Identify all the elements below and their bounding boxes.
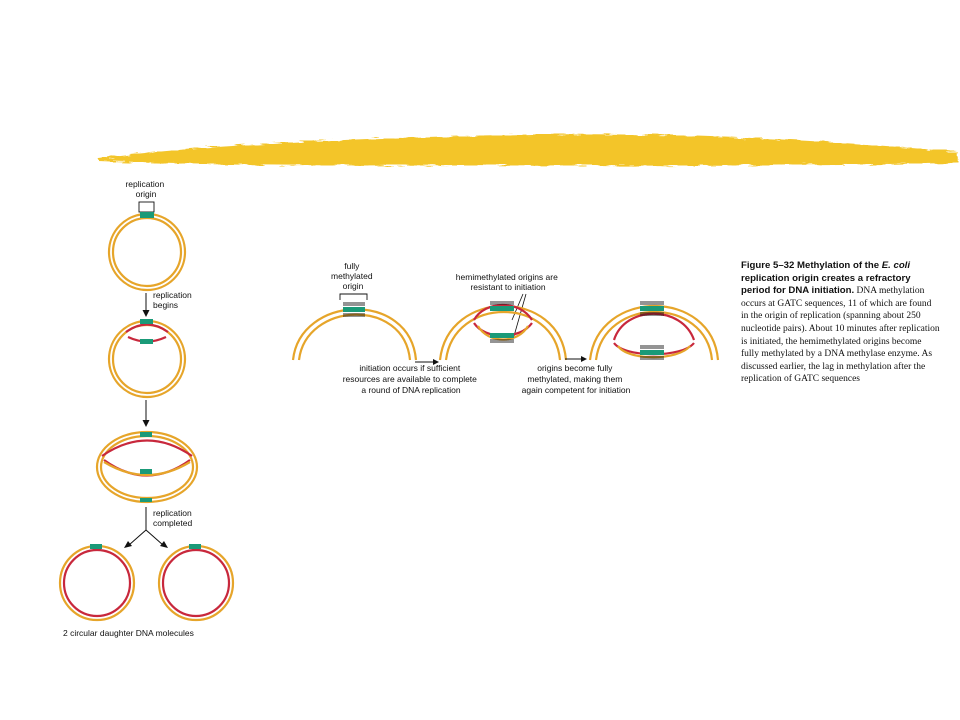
- methyl-groups: [640, 356, 664, 360]
- caption-title-part: replication origin creates a refractory …: [741, 272, 911, 297]
- caption-title: Figure 5–32 Methylation of the E. coli r…: [741, 260, 911, 296]
- label-replication-origin: replication origin: [125, 179, 166, 199]
- origin-marker: [490, 333, 514, 338]
- daughter-dna-left: [58, 544, 136, 622]
- dna-arc-remethylated: [588, 301, 720, 361]
- label-fully-methylated-origin: fully methylated origin: [331, 261, 375, 291]
- methyl-groups: [343, 302, 365, 306]
- center-panel: fully methylated origin hemimethylated o…: [291, 261, 720, 395]
- figure-caption: Figure 5–32 Methylation of the E. coli r…: [741, 260, 941, 386]
- circular-dna-unreplicated: [107, 212, 187, 292]
- brush-stroke-decoration: [98, 134, 958, 166]
- caption-title-part: Methylation of the: [794, 260, 882, 271]
- arrowhead: [433, 359, 439, 365]
- brush-stroke: [98, 134, 958, 166]
- label-replication-completed: replication completed: [153, 508, 194, 528]
- theta-structure: [95, 430, 199, 504]
- origin-marker: [140, 339, 153, 344]
- arrowhead: [124, 541, 132, 548]
- label-origins-become-methylated: origins become fully methylated, making …: [522, 363, 631, 395]
- label-hemimethylated: hemimethylated origins are resistant to …: [456, 272, 560, 292]
- methyl-groups: [343, 313, 365, 317]
- methyl-groups: [490, 301, 514, 305]
- figure-label: Figure 5–32: [741, 260, 795, 271]
- origin-marker: [640, 350, 664, 355]
- origin-marker: [90, 544, 102, 549]
- arrowhead: [160, 541, 168, 548]
- origin-marker: [140, 319, 153, 324]
- daughter-dna-right: [157, 544, 235, 622]
- origin-marker: [140, 498, 152, 502]
- caption-title-italic: E. coli: [881, 260, 911, 271]
- origin-marker: [140, 212, 154, 218]
- label-replication-begins: replication begins: [153, 290, 194, 310]
- origin-marker: [640, 306, 664, 311]
- caption-body: DNA methylation occurs at GATC sequences…: [741, 286, 940, 385]
- origin-marker: [189, 544, 201, 549]
- origin-bracket: [138, 201, 155, 213]
- label-daughter-molecules: 2 circular daughter DNA molecules: [63, 628, 194, 638]
- arrowhead: [142, 310, 150, 317]
- label-initiation: initiation occurs if sufficient resource…: [343, 363, 480, 395]
- origin-marker: [490, 306, 514, 311]
- arrowhead: [142, 420, 150, 427]
- circular-dna-replication-bubble: [107, 319, 187, 399]
- origin-marker: [140, 432, 152, 437]
- methyl-groups: [640, 301, 664, 305]
- arrowhead: [581, 356, 587, 362]
- origin-marker: [140, 469, 152, 474]
- dna-arc-fully-methylated: [291, 302, 418, 361]
- left-panel: replication origin replication begins: [58, 179, 235, 638]
- origin-marker: [343, 307, 365, 312]
- dna-arc-hemimethylated: [438, 301, 568, 361]
- origin-bracket: [339, 293, 368, 300]
- arrow-split-left: [128, 529, 147, 546]
- arrow-split-right: [145, 529, 164, 546]
- methyl-groups: [640, 312, 664, 316]
- methyl-groups: [490, 339, 514, 343]
- methyl-groups: [640, 345, 664, 349]
